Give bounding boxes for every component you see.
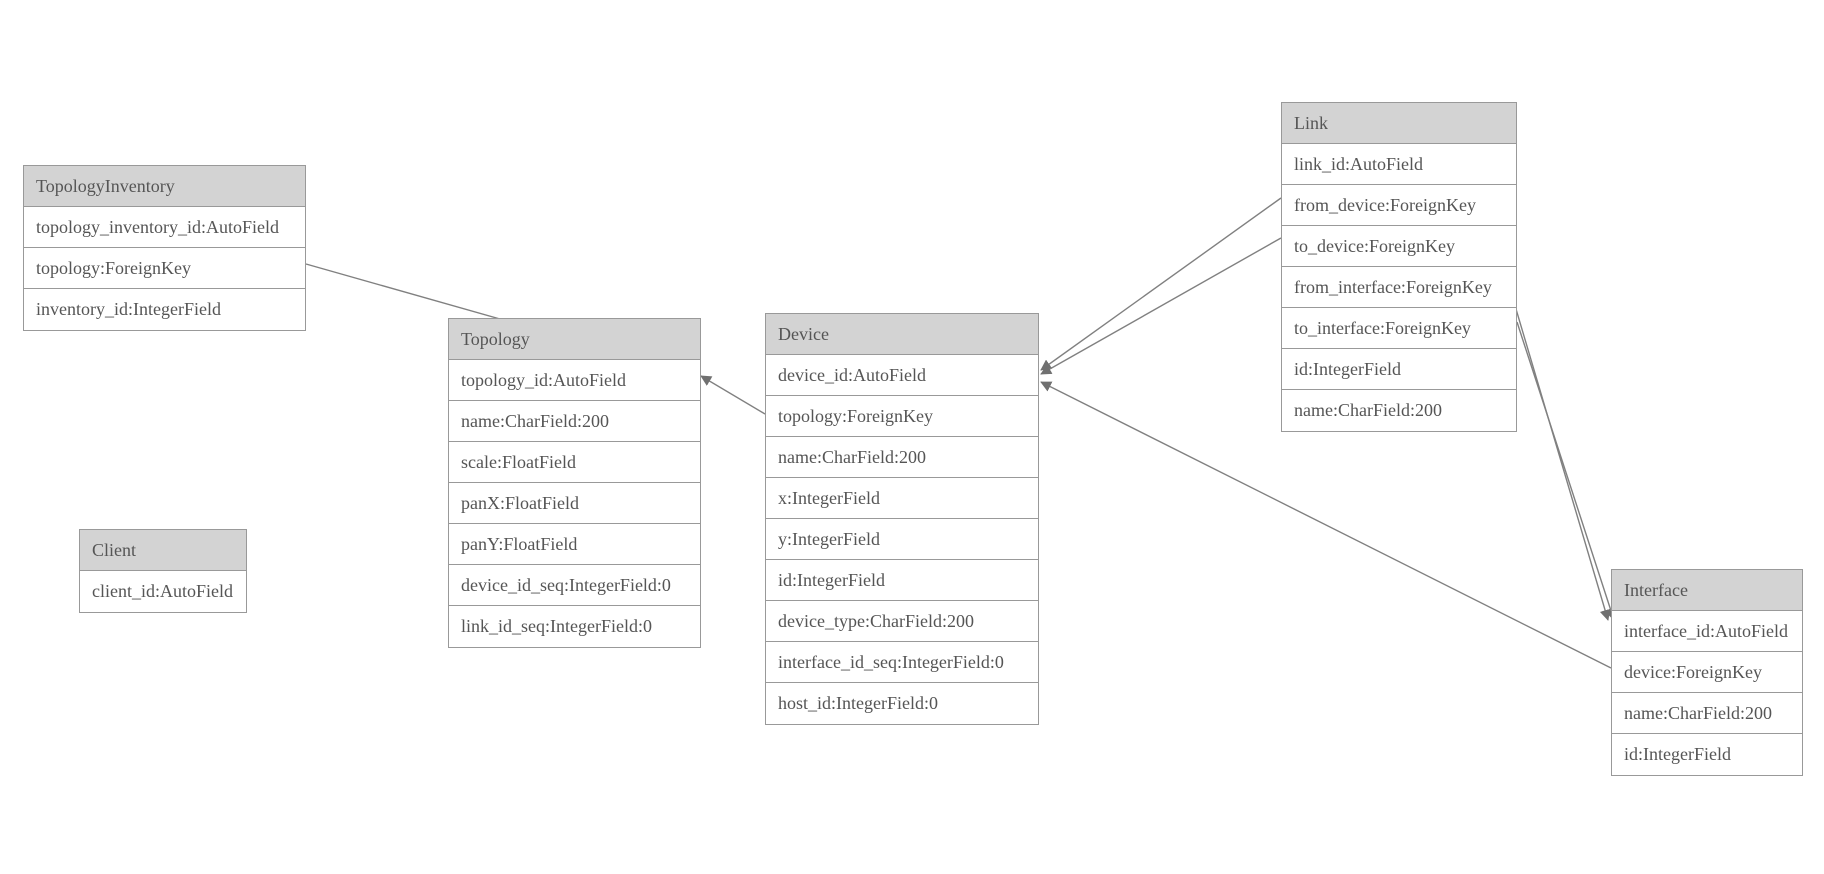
field-row: interface_id_seq:IntegerField:0 <box>766 642 1038 683</box>
field-row: topology:ForeignKey <box>24 248 305 289</box>
edge-link-to-device <box>1040 237 1282 375</box>
field-row: name:CharField:200 <box>1612 693 1802 734</box>
edge-link-to-interface <box>1516 321 1617 621</box>
entity-link[interactable]: Link link_id:AutoField from_device:Forei… <box>1281 102 1517 432</box>
field-row: inventory_id:IntegerField <box>36 299 221 319</box>
field-row: to_interface:ForeignKey <box>1282 308 1516 349</box>
field-row: panX:FloatField <box>449 483 700 524</box>
field-row: scale:FloatField <box>449 442 700 483</box>
field-row: topology:ForeignKey <box>766 396 1038 437</box>
entity-fields-device: device_id:AutoField topology:ForeignKey … <box>766 355 1038 724</box>
field-row: link_id_seq:IntegerField:0 <box>461 616 652 636</box>
field-row: to_device:ForeignKey <box>1282 226 1516 267</box>
entity-topologyinventory[interactable]: TopologyInventory topology_inventory_id:… <box>23 165 306 331</box>
field-row: topology_inventory_id:AutoField <box>24 207 305 248</box>
entity-fields-topologyinventory: topology_inventory_id:AutoField topology… <box>24 207 305 330</box>
field-row: name:CharField:200 <box>766 437 1038 478</box>
entity-interface[interactable]: Interface interface_id:AutoField device:… <box>1611 569 1803 776</box>
field-row: name:CharField:200 <box>1294 400 1442 420</box>
field-row: client_id:AutoField <box>92 581 233 601</box>
field-row: y:IntegerField <box>766 519 1038 560</box>
field-row: id:IntegerField <box>1282 349 1516 390</box>
entity-title-client: Client <box>80 530 246 571</box>
edge-device-topology <box>700 375 766 415</box>
entity-title-interface: Interface <box>1612 570 1802 611</box>
field-row: device_id_seq:IntegerField:0 <box>449 565 700 606</box>
field-row: id:IntegerField <box>766 560 1038 601</box>
entity-title-topology: Topology <box>449 319 700 360</box>
field-row: topology_id:AutoField <box>449 360 700 401</box>
field-row: name:CharField:200 <box>449 401 700 442</box>
field-row: host_id:IntegerField:0 <box>778 693 938 713</box>
entity-title-topologyinventory: TopologyInventory <box>24 166 305 207</box>
entity-fields-interface: interface_id:AutoField device:ForeignKey… <box>1612 611 1802 775</box>
entity-title-device: Device <box>766 314 1038 355</box>
field-row: panY:FloatField <box>449 524 700 565</box>
field-row: from_interface:ForeignKey <box>1282 267 1516 308</box>
field-row: link_id:AutoField <box>1282 144 1516 185</box>
field-row: from_device:ForeignKey <box>1282 185 1516 226</box>
entity-client[interactable]: Client client_id:AutoField <box>79 529 247 613</box>
entity-fields-link: link_id:AutoField from_device:ForeignKey… <box>1282 144 1516 431</box>
entity-fields-client: client_id:AutoField <box>80 571 246 612</box>
entity-title-link: Link <box>1282 103 1516 144</box>
field-row: id:IntegerField <box>1624 744 1731 764</box>
field-row: x:IntegerField <box>766 478 1038 519</box>
entity-topology[interactable]: Topology topology_id:AutoField name:Char… <box>448 318 701 648</box>
field-row: device_type:CharField:200 <box>766 601 1038 642</box>
field-row: device:ForeignKey <box>1612 652 1802 693</box>
entity-device[interactable]: Device device_id:AutoField topology:Fore… <box>765 313 1039 725</box>
edge-link-from-device <box>1040 197 1282 371</box>
edge-link-from-interface <box>1507 281 1611 621</box>
field-row: interface_id:AutoField <box>1612 611 1802 652</box>
field-row: device_id:AutoField <box>766 355 1038 396</box>
entity-fields-topology: topology_id:AutoField name:CharField:200… <box>449 360 700 647</box>
